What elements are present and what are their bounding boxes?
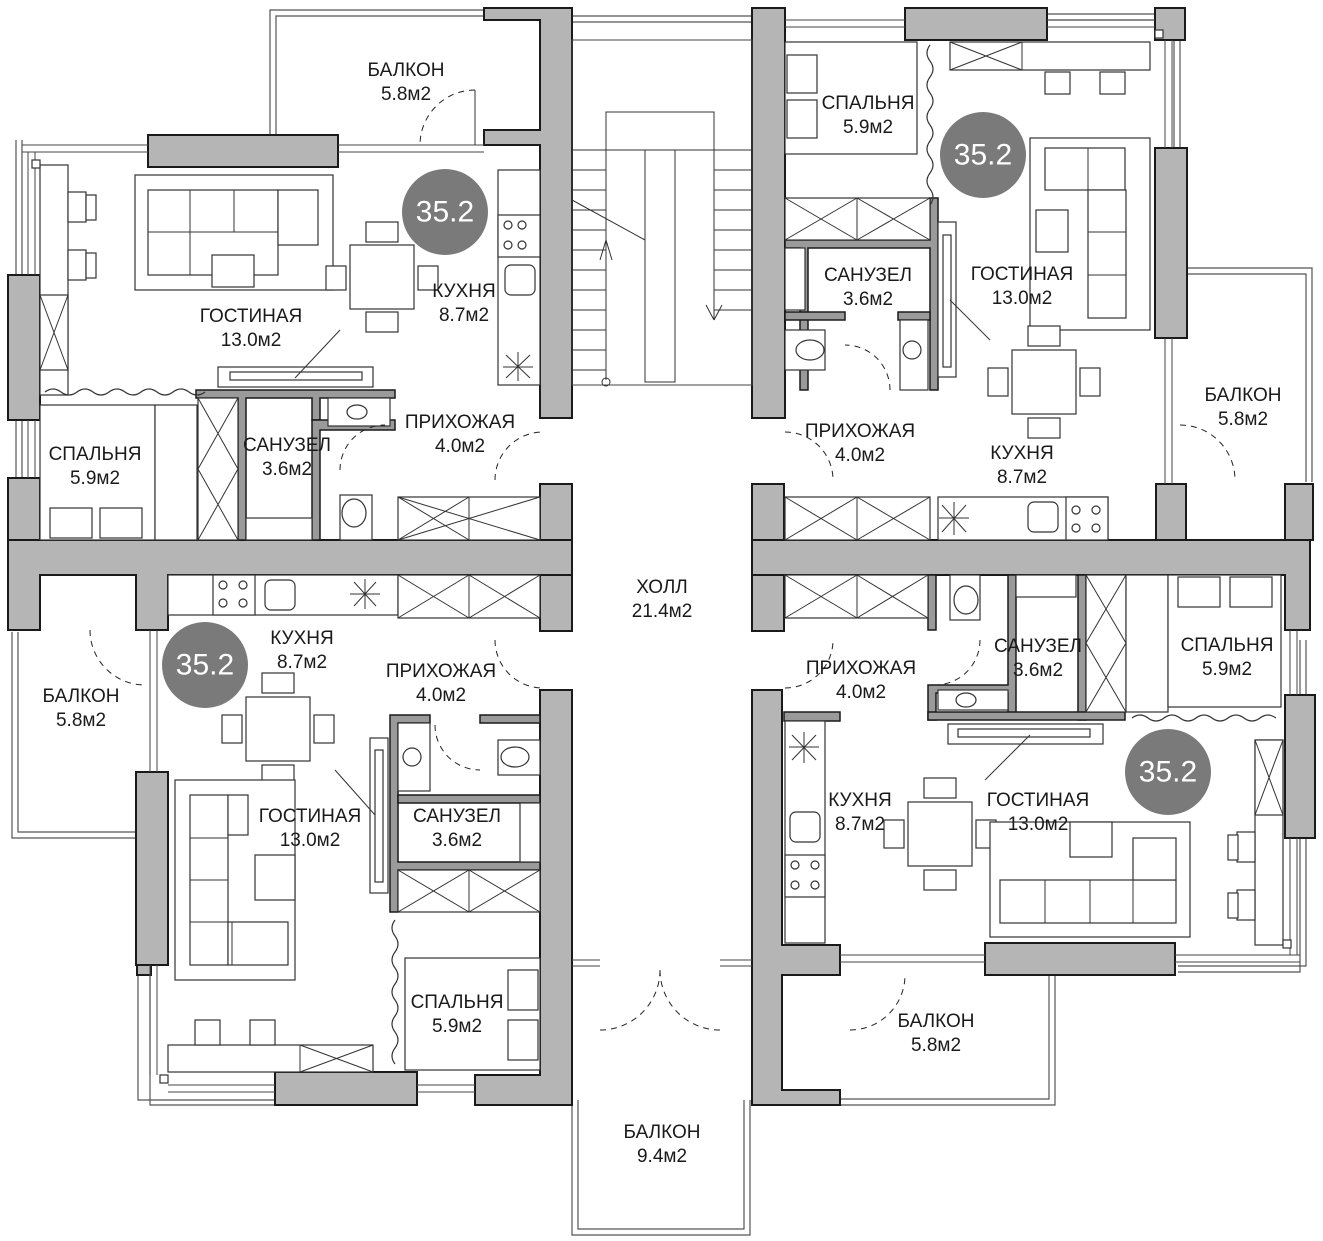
bl-kitchen-name: КУХНЯ bbox=[270, 628, 333, 649]
area-badge-text: 35.2 bbox=[1139, 756, 1197, 789]
tr-living-name: ГОСТИНАЯ bbox=[971, 264, 1073, 285]
tl-kitchen-name: КУХНЯ bbox=[432, 281, 495, 302]
br-balcony-area: 5.8м2 bbox=[911, 1035, 961, 1056]
furniture-apt-tl bbox=[31, 159, 541, 541]
area-badge-apt-bl: 35.2 bbox=[162, 622, 248, 708]
interior-partitions bbox=[195, 197, 1126, 913]
tl-living-name: ГОСТИНАЯ bbox=[200, 306, 302, 327]
tl-bathroom-name: САНУЗЕЛ bbox=[243, 435, 331, 456]
balcony-rails bbox=[11, 9, 1313, 1236]
tl-hallway-name: ПРИХОЖАЯ bbox=[405, 412, 515, 433]
br-bedroom-area: 5.9м2 bbox=[1202, 659, 1252, 680]
furniture-apt-bl bbox=[159, 574, 541, 1084]
tr-balcony-area: 5.8м2 bbox=[1218, 409, 1268, 430]
tl-hallway-area: 4.0м2 bbox=[435, 436, 485, 457]
tl-balcony-area: 5.8м2 bbox=[381, 84, 431, 105]
furniture-apt-tr bbox=[784, 29, 1164, 541]
tr-bathroom-name: САНУЗЕЛ bbox=[824, 265, 912, 286]
bl-bathroom-name: САНУЗЕЛ bbox=[413, 806, 501, 827]
bl-hallway-name: ПРИХОЖАЯ bbox=[386, 661, 496, 682]
balcony-center-area: 9.4м2 bbox=[637, 1146, 687, 1167]
tr-living-area: 13.0м2 bbox=[992, 288, 1053, 309]
tr-hallway-name: ПРИХОЖАЯ bbox=[805, 421, 915, 442]
bl-balcony-area: 5.8м2 bbox=[56, 710, 106, 731]
br-living-name: ГОСТИНАЯ bbox=[987, 790, 1089, 811]
area-badge-text: 35.2 bbox=[176, 649, 234, 682]
bl-bedroom-name: СПАЛЬНЯ bbox=[411, 992, 504, 1013]
tr-bedroom-name: СПАЛЬНЯ bbox=[822, 93, 915, 114]
area-badge-apt-br: 35.2 bbox=[1125, 729, 1211, 815]
br-bathroom-area: 3.6м2 bbox=[1013, 660, 1063, 681]
area-badge-text: 35.2 bbox=[954, 139, 1012, 172]
bl-bathroom-area: 3.6м2 bbox=[432, 830, 482, 851]
tl-bathroom-area: 3.6м2 bbox=[262, 459, 312, 480]
windows bbox=[22, 19, 1300, 1093]
br-kitchen-name: КУХНЯ bbox=[828, 790, 891, 811]
br-bedroom-name: СПАЛЬНЯ bbox=[1181, 635, 1274, 656]
tr-balcony-name: БАЛКОН bbox=[1205, 385, 1282, 406]
br-kitchen-area: 8.7м2 bbox=[835, 814, 885, 835]
tr-bedroom-area: 5.9м2 bbox=[843, 117, 893, 138]
balcony-center-name: БАЛКОН bbox=[624, 1122, 701, 1143]
tr-bathroom-area: 3.6м2 bbox=[843, 289, 893, 310]
hall-name: ХОЛЛ bbox=[636, 577, 688, 598]
bl-living-area: 13.0м2 bbox=[280, 830, 341, 851]
bl-hallway-area: 4.0м2 bbox=[416, 685, 466, 706]
structural-walls bbox=[7, 7, 1316, 1106]
area-badge-text: 35.2 bbox=[416, 196, 474, 229]
tr-hallway-area: 4.0м2 bbox=[835, 445, 885, 466]
tl-bedroom-area: 5.9м2 bbox=[70, 468, 120, 489]
br-balcony-name: БАЛКОН bbox=[898, 1011, 975, 1032]
door-swings bbox=[89, 89, 1236, 1031]
staircase bbox=[571, 39, 753, 387]
br-hallway-area: 4.0м2 bbox=[836, 682, 886, 703]
furniture-apt-br bbox=[784, 574, 1292, 949]
area-badge-apt-tr: 35.2 bbox=[940, 112, 1026, 198]
br-hallway-name: ПРИХОЖАЯ bbox=[806, 658, 916, 679]
bl-balcony-name: БАЛКОН bbox=[43, 686, 120, 707]
hall-area: 21.4м2 bbox=[632, 601, 693, 622]
br-living-area: 13.0м2 bbox=[1008, 814, 1069, 835]
tl-balcony-name: БАЛКОН bbox=[368, 60, 445, 81]
tl-bedroom-name: СПАЛЬНЯ bbox=[49, 444, 142, 465]
br-bathroom-name: САНУЗЕЛ bbox=[994, 636, 1082, 657]
tr-kitchen-name: КУХНЯ bbox=[990, 443, 1053, 464]
bl-bedroom-area: 5.9м2 bbox=[432, 1016, 482, 1037]
bl-kitchen-area: 8.7м2 bbox=[277, 652, 327, 673]
tr-kitchen-area: 8.7м2 bbox=[997, 467, 1047, 488]
tl-kitchen-area: 8.7м2 bbox=[439, 305, 489, 326]
bl-living-name: ГОСТИНАЯ bbox=[259, 806, 361, 827]
tl-living-area: 13.0м2 bbox=[221, 330, 282, 351]
room-labels: ХОЛЛ 21.4м2 БАЛКОН 9.4м2 БАЛКОН 5.8м2 ГО… bbox=[43, 60, 1282, 1167]
area-badge-apt-tl: 35.2 bbox=[402, 169, 488, 255]
